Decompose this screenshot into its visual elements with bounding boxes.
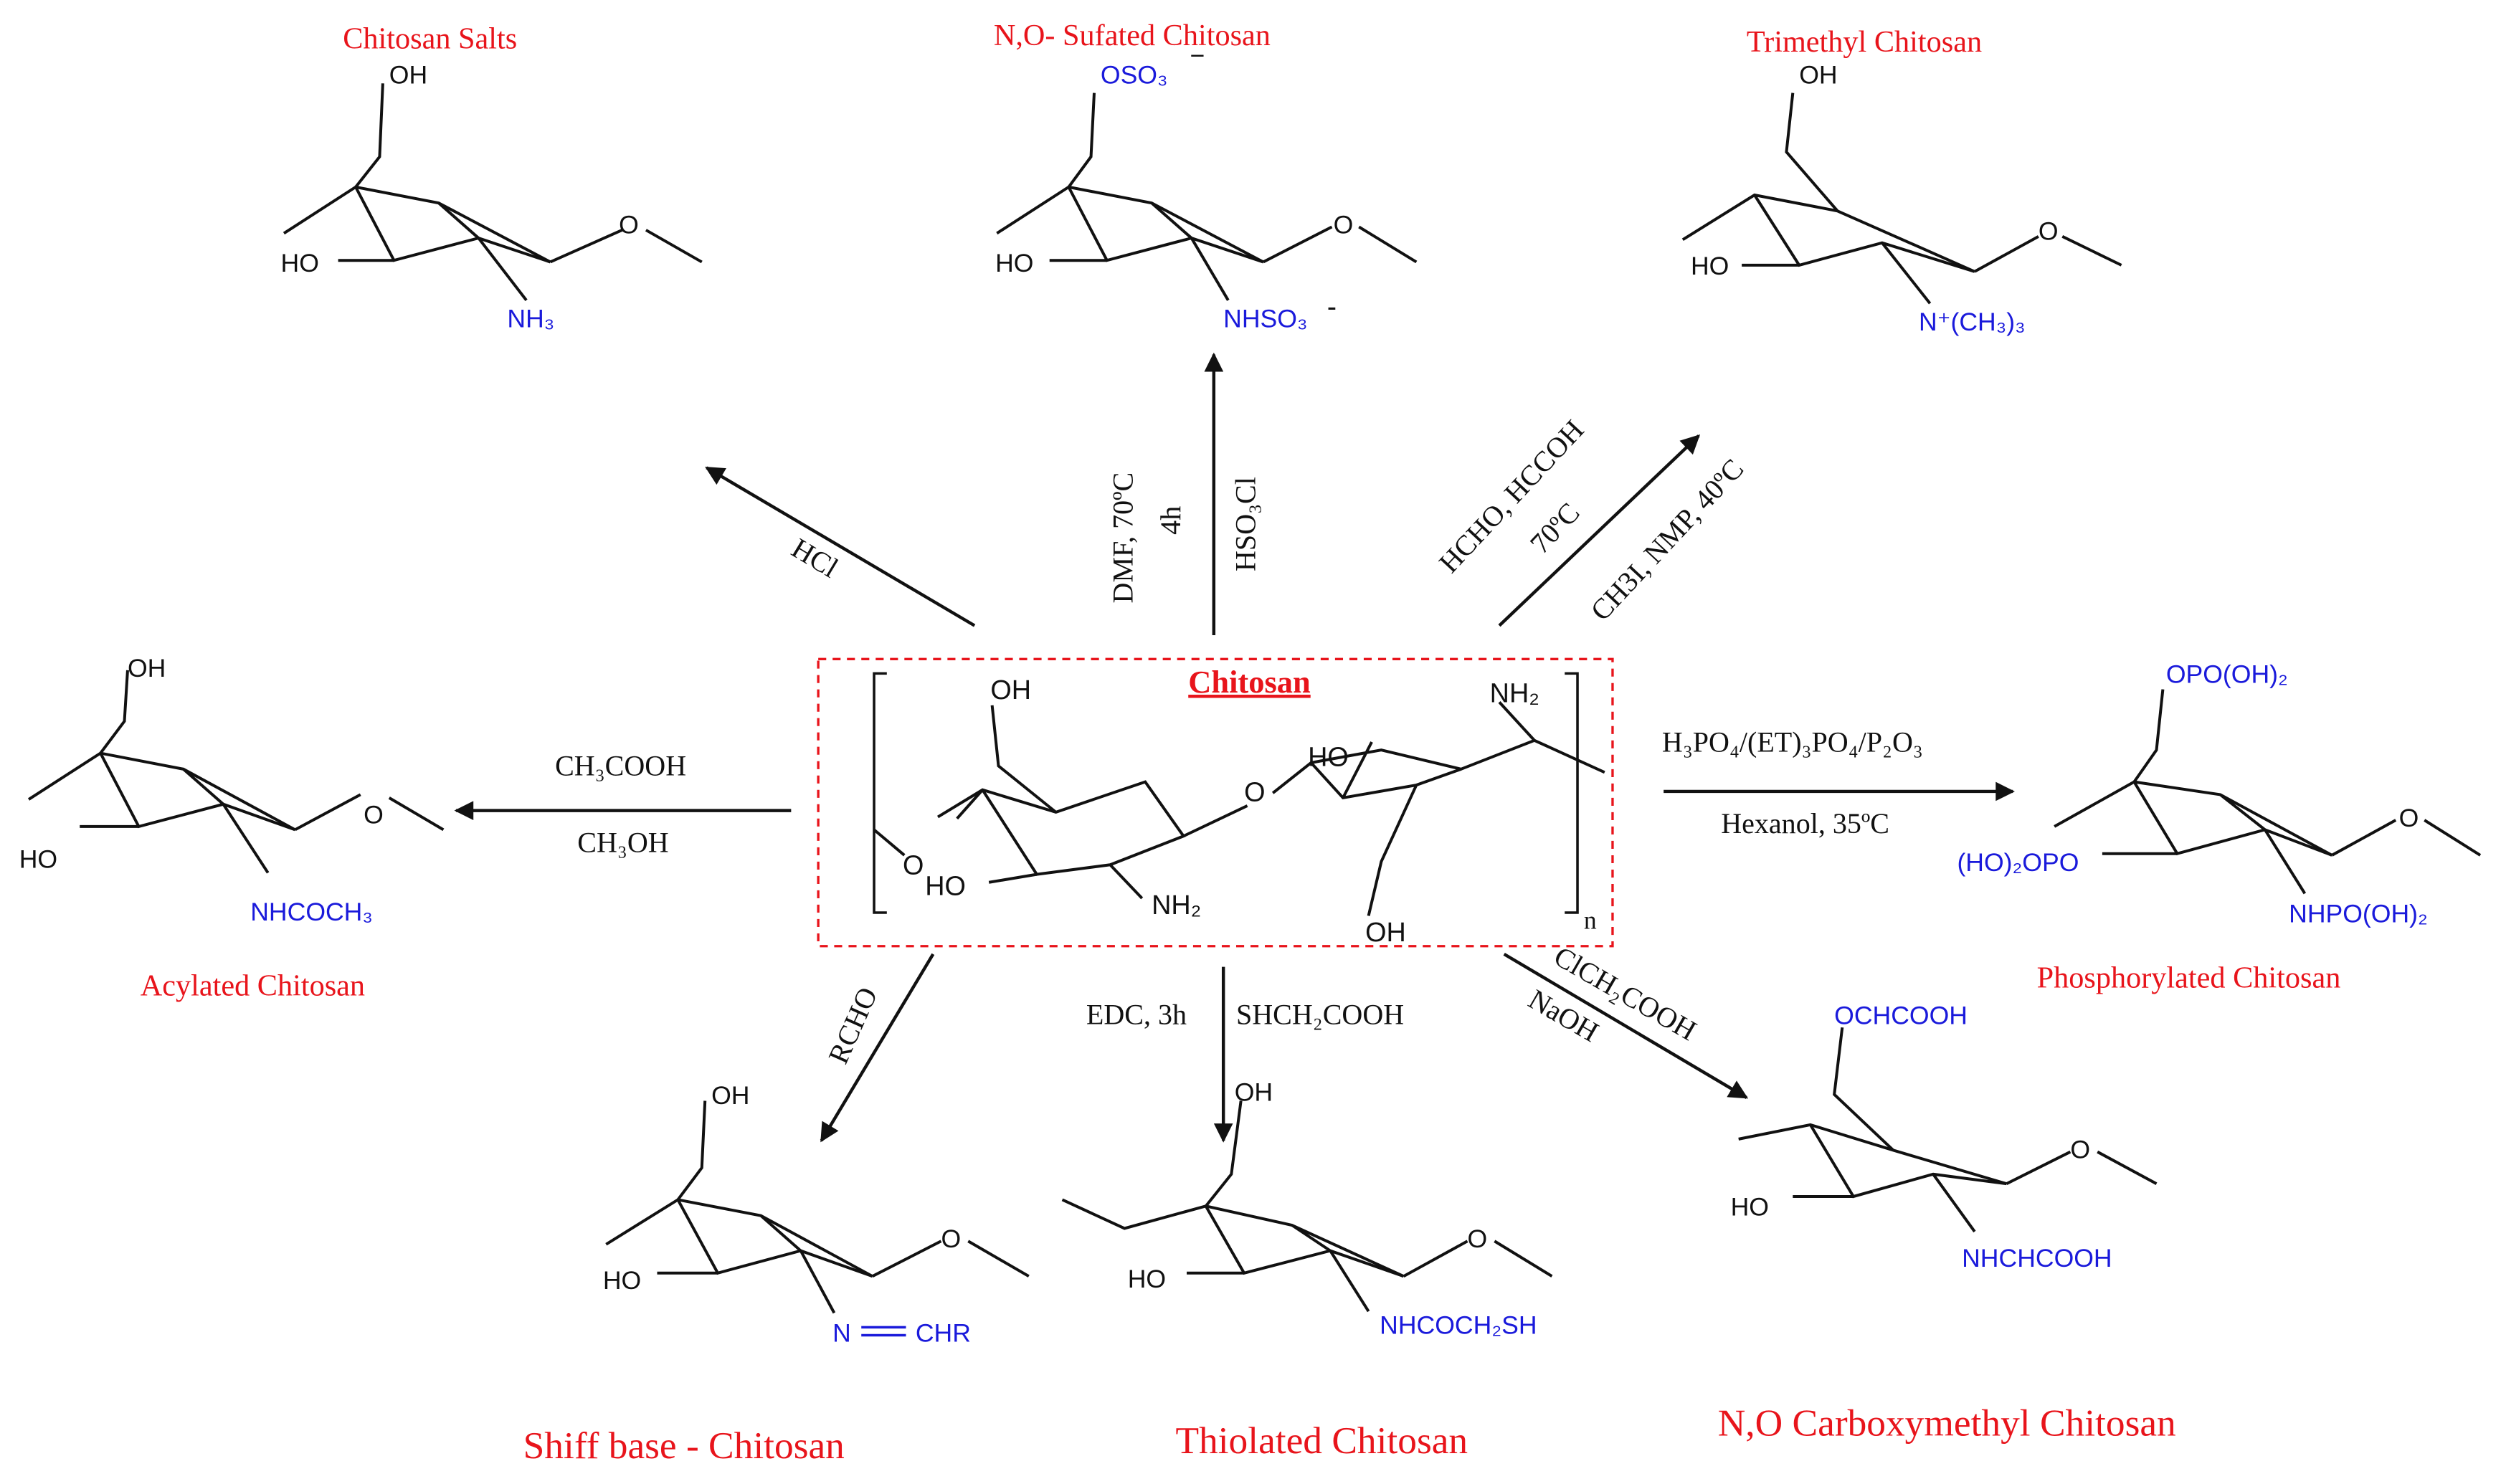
shiff-chr: CHR <box>916 1318 971 1347</box>
reagent-hcho: HCHO, HCCOH <box>1433 414 1590 579</box>
sulfated-top: OSO₃ <box>1101 60 1168 89</box>
acylated-group: NHCOCH₃ <box>250 898 373 926</box>
right-bracket <box>1565 672 1579 914</box>
title-carboxymethyl-chitosan: N,O Carboxymethyl Chitosan <box>1718 1402 2176 1445</box>
repeat-n: n <box>1584 905 1597 934</box>
product-phosphorylated-chitosan: OPO(OH)₂ (HO)₂OPO O NHPO(OH)₂ Phosphoryl… <box>1957 660 2482 995</box>
product-trimethyl-chitosan: Trimethyl Chitosan OH HO O N⁺(CH₃)₃ <box>1681 25 2122 336</box>
phosphorylated-group: NHPO(OH)₂ <box>2289 899 2428 928</box>
product-chitosan-salts: Chitosan Salts OH HO O NH₃ <box>281 22 703 333</box>
reagent-dmf: DMF, 70ºC <box>1106 472 1139 604</box>
product-acylated-chitosan: OH HO O NHCOCH₃ Acylated Chitosan <box>19 654 445 1003</box>
reagent-hexanol: Hexanol, 35ºC <box>1721 807 1889 839</box>
left-ring <box>873 705 1248 900</box>
oh-bottom-label: OH <box>1365 918 1406 948</box>
chitosan-frame <box>817 657 1614 948</box>
thiolated-o: O <box>1468 1224 1488 1253</box>
reagent-rcho: RCHO <box>822 982 883 1068</box>
reagent-4h: 4h <box>1154 506 1187 535</box>
arrow-trimethyl <box>1498 434 1701 627</box>
title-thiolated-chitosan: Thiolated Chitosan <box>1175 1419 1468 1462</box>
reagent-labels: HCl DMF, 70ºC 4h HSO₃Cl HCHO, HCCOH 70ºC… <box>555 414 1923 1068</box>
trimethyl-group: N⁺(CH₃)₃ <box>1919 308 2026 336</box>
chitosan-center: Chitosan n OH O HO NH₂ O NH₂ HO OH <box>817 657 1614 948</box>
shiff-n: N <box>832 1318 851 1347</box>
phosphorylated-o: O <box>2399 804 2419 832</box>
reagent-hcl: HCl <box>786 532 843 584</box>
title-acylated-chitosan: Acylated Chitosan <box>141 969 365 1003</box>
ho-left-label: HO <box>925 872 966 902</box>
carboxymethyl-top: OCHCOOH <box>1834 1002 1968 1030</box>
title-trimethyl-chitosan: Trimethyl Chitosan <box>1747 25 1982 59</box>
carboxymethyl-o: O <box>2070 1136 2090 1164</box>
shiff-ho: HO <box>603 1266 641 1295</box>
nh2-bottom-label: NH₂ <box>1152 890 1201 921</box>
title-phosphorylated-chitosan: Phosphorylated Chitosan <box>2037 961 2341 995</box>
salts-o: O <box>619 210 639 239</box>
thiolated-group: NHCOCH₂SH <box>1380 1311 1537 1339</box>
sulfated-top-charge: − <box>1190 42 1205 70</box>
chitosan-title: Chitosan <box>1188 664 1311 700</box>
left-bracket <box>873 672 887 914</box>
carboxymethyl-group: NHCHCOOH <box>1962 1244 2112 1273</box>
right-ring <box>1271 701 1605 916</box>
trimethyl-ho: HO <box>1691 252 1729 280</box>
thiolated-ho: HO <box>1128 1265 1166 1293</box>
sulfated-group-charge: - <box>1327 291 1337 323</box>
trimethyl-o: O <box>2039 217 2059 245</box>
shiff-oh: OH <box>711 1081 749 1110</box>
phosphorylated-ho: (HO)₂OPO <box>1957 848 2079 877</box>
salts-ho: HO <box>281 249 319 277</box>
sulfated-group: NHSO₃ <box>1223 305 1307 333</box>
acylated-oh: OH <box>128 654 166 682</box>
ho-right-label: HO <box>1308 742 1349 772</box>
arrow-shiff <box>820 953 935 1143</box>
reagent-shch2cooh: SHCH₂COOH <box>1236 999 1404 1031</box>
arrow-hcl <box>705 466 976 627</box>
title-sulfated-chitosan: N,O- Sufated Chitosan <box>994 19 1271 52</box>
reagent-h3po4: H₃PO₄/(ET)₃PO₄/P₂O₃ <box>1662 726 1923 758</box>
o-link-label: O <box>1244 777 1265 807</box>
reagent-edc: EDC, 3h <box>1086 999 1187 1031</box>
phosphorylated-top: OPO(OH)₂ <box>2166 660 2288 689</box>
acylated-ho: HO <box>19 845 57 874</box>
product-shiff-base-chitosan: OH HO O N CHR Shiff base - Chitosan <box>523 1081 1030 1467</box>
trimethyl-oh: OH <box>1799 60 1837 89</box>
product-sulfated-chitosan: N,O- Sufated Chitosan OSO₃ − HO O NHSO₃ … <box>994 19 1418 333</box>
oh-top-label: OH <box>990 675 1031 705</box>
reagent-ch3cooh: CH₃COOH <box>555 750 686 782</box>
reagent-ch3i: CH3I, NMP, 40ºC <box>1584 452 1750 627</box>
product-carboxymethyl-chitosan: OCHCOOH HO O NHCHCOOH N,O Carboxymethyl … <box>1718 1002 2176 1445</box>
reagent-ch3oh: CH₃OH <box>577 826 668 858</box>
o-left-label: O <box>903 851 924 881</box>
sulfated-ho: HO <box>995 249 1033 277</box>
acylated-o: O <box>364 800 384 829</box>
sulfated-o: O <box>1334 210 1354 239</box>
reagent-hso3cl: HSO₃Cl <box>1230 477 1262 571</box>
shiff-o: O <box>941 1224 961 1253</box>
salts-group: NH₃ <box>507 305 554 333</box>
product-thiolated-chitosan: OH HO O NHCOCH₂SH Thiolated Chitosan <box>1061 1078 1553 1462</box>
thiolated-oh: OH <box>1235 1078 1273 1107</box>
title-chitosan-salts: Chitosan Salts <box>343 22 517 55</box>
title-shiff-base-chitosan: Shiff base - Chitosan <box>523 1424 845 1467</box>
arrow-carboxymethyl <box>1503 952 1749 1099</box>
reaction-arrows <box>454 352 2015 1143</box>
carboxymethyl-ho: HO <box>1731 1193 1769 1222</box>
salts-oh: OH <box>389 60 427 89</box>
nh2-top-label: NH₂ <box>1490 678 1539 708</box>
